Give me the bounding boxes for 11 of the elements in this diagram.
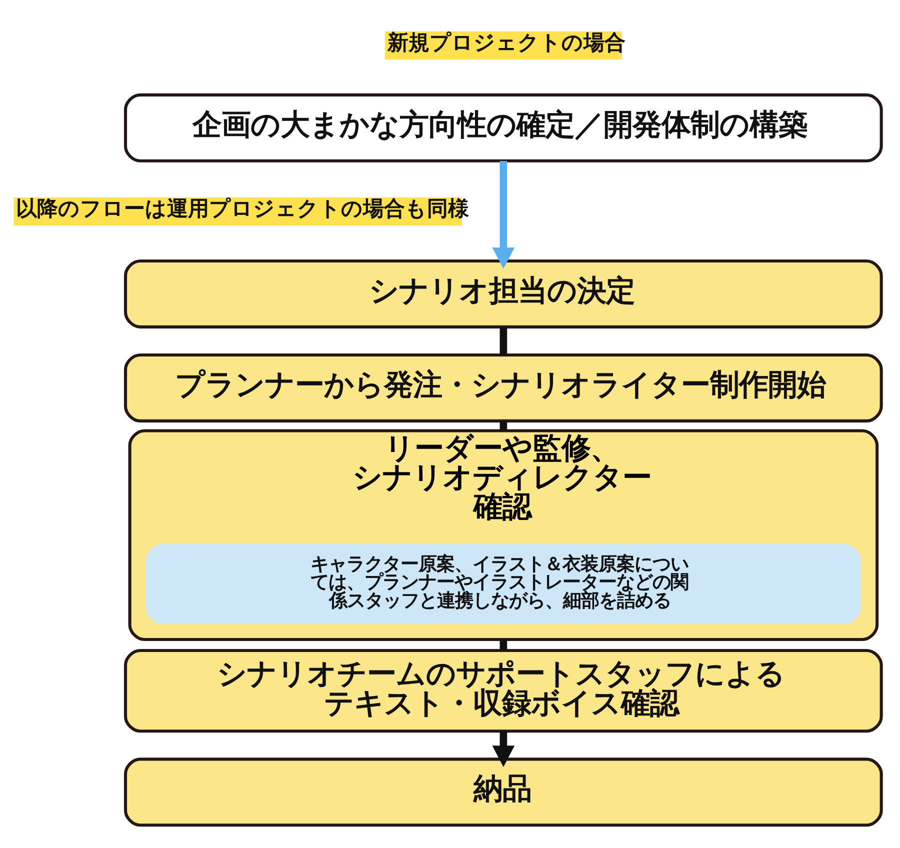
node-box: プランナーから発注・シナリオライター制作開始 [124, 353, 883, 422]
connector [500, 640, 508, 650]
node-box: 企画の大まかな方向性の確定／開発体制の構築 [124, 93, 883, 162]
node-box: キャラクター原案、イラスト＆衣装原案については、プランナーやイラストレーターなどの関係スタッフと連携しながら、細部を詰める [146, 544, 861, 624]
connector [500, 327, 508, 355]
node-box: シナリオ担当の決定 [124, 259, 883, 328]
arrow [492, 161, 515, 269]
node-box: シナリオチームのサポートスタッフによるテキスト・収録ボイス確認 [124, 648, 883, 733]
connector [500, 421, 508, 431]
node-box: 納品 [124, 758, 883, 827]
arrow [492, 731, 515, 767]
